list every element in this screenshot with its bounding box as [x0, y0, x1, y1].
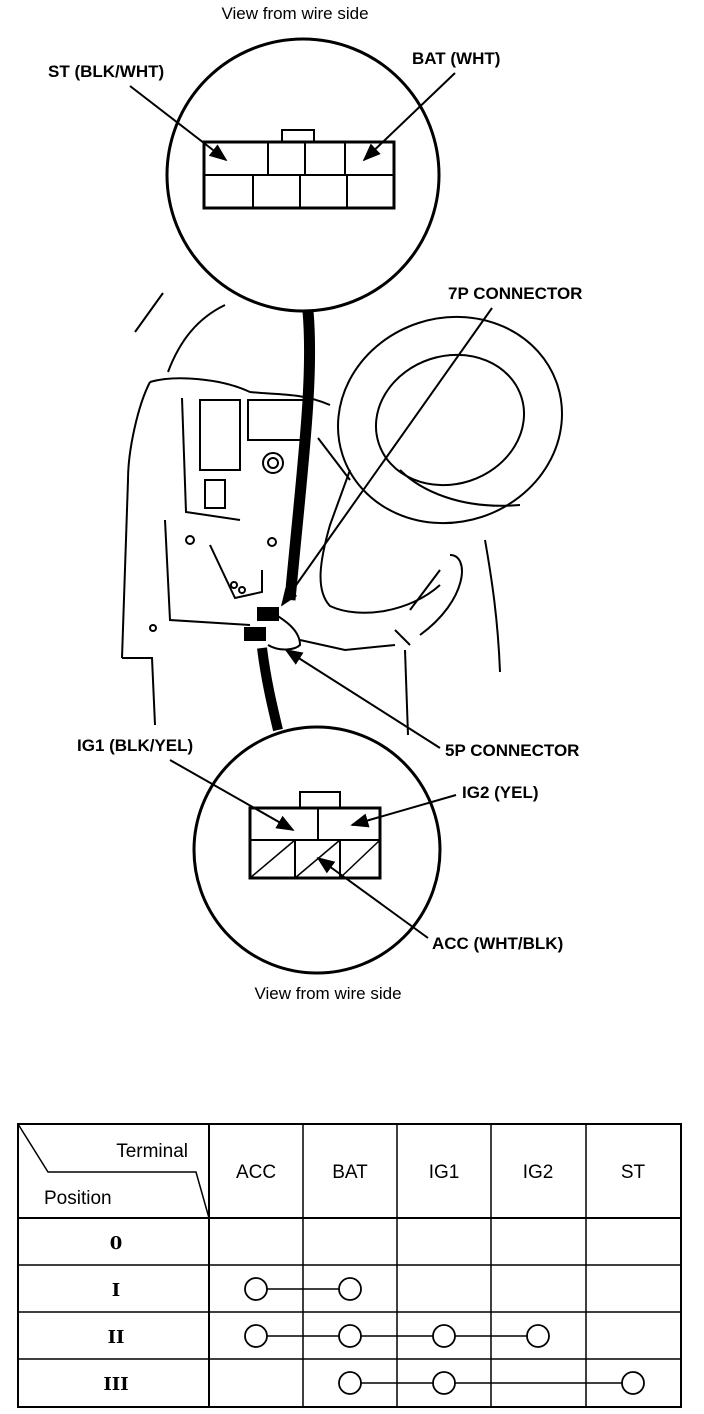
position-label: II — [108, 1327, 125, 1348]
bottom-caption: View from wire side — [254, 984, 401, 1003]
continuity-marker — [621, 1371, 645, 1395]
top-caption: View from wire side — [221, 4, 368, 23]
continuity-marker — [244, 1324, 268, 1348]
bat-terminal-label: BAT (WHT) — [412, 49, 500, 68]
ig2-terminal-label: IG2 (YEL) — [462, 783, 539, 802]
st-terminal-label: ST (BLK/WHT) — [48, 62, 164, 81]
seven-p-connector-view — [165, 37, 441, 313]
five-p-connector-view — [192, 725, 442, 975]
terminal-header: Terminal — [116, 1141, 188, 1162]
continuity-marker — [338, 1277, 362, 1301]
five-p-connector-label: 5P CONNECTOR — [445, 741, 579, 760]
continuity-marker — [244, 1277, 268, 1301]
terminal-column-header: BAT — [332, 1162, 368, 1183]
continuity-marker — [526, 1324, 550, 1348]
terminal-column-header: IG2 — [523, 1162, 554, 1183]
position-label: III — [103, 1374, 128, 1395]
seven-p-connector-label: 7P CONNECTOR — [448, 284, 582, 303]
position-header: Position — [44, 1188, 112, 1209]
steering-column-illustration — [121, 292, 563, 736]
position-label: 0 — [110, 1233, 123, 1254]
continuity-marker — [338, 1371, 362, 1395]
continuity-marker — [432, 1324, 456, 1348]
acc-terminal-label: ACC (WHT/BLK) — [432, 934, 563, 953]
terminal-column-header: ACC — [236, 1162, 276, 1183]
continuity-marker — [432, 1371, 456, 1395]
ig1-terminal-label: IG1 (BLK/YEL) — [77, 736, 193, 755]
position-label: I — [112, 1280, 120, 1301]
terminal-column-header: IG1 — [429, 1162, 460, 1183]
terminal-column-header: ST — [621, 1162, 646, 1183]
continuity-marker — [338, 1324, 362, 1348]
